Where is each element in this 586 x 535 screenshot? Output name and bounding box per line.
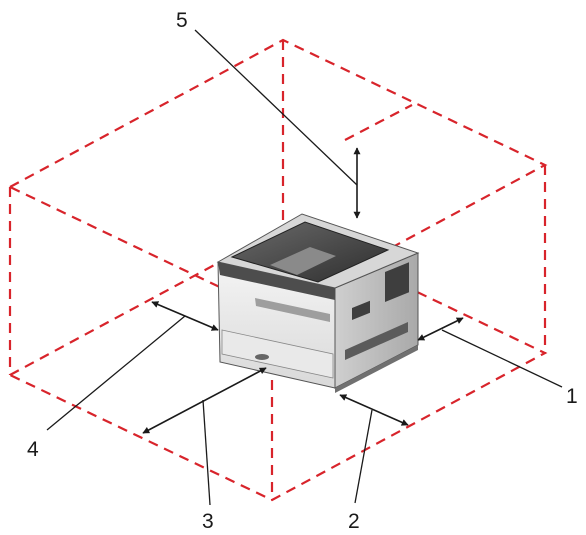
callout-label-2: 2 <box>348 510 360 533</box>
printer-base <box>335 345 418 393</box>
callout-label-3: 3 <box>202 510 214 533</box>
arrow-back-clearance <box>339 394 409 426</box>
printer-paper-stop <box>270 247 336 275</box>
printer-paper-tray <box>221 329 334 379</box>
clearance-box-vertical-edges <box>8 40 547 500</box>
printer-front-band <box>218 262 335 300</box>
leader-1 <box>441 329 563 388</box>
callout-labels: 1 2 3 4 5 <box>27 9 578 533</box>
callout-label-5: 5 <box>176 9 188 32</box>
arrow-right-clearance <box>417 317 464 341</box>
printer-control-panel <box>255 298 330 322</box>
leader-5 <box>194 29 358 186</box>
printer-side-port <box>345 322 408 360</box>
printer-illustration <box>216 213 420 393</box>
arrow-front-clearance <box>142 367 267 434</box>
callout-label-4: 4 <box>27 438 39 461</box>
printer-tray-handle <box>255 354 269 360</box>
callout-label-1: 1 <box>566 385 578 408</box>
clearance-box-inner-top <box>344 104 413 141</box>
clearance-box <box>7 38 548 502</box>
leader-4 <box>46 315 186 431</box>
leader-3 <box>202 399 211 506</box>
leader-2 <box>354 409 373 504</box>
printer-side-grille <box>352 300 370 320</box>
printer-side-vent <box>385 262 409 302</box>
callout-leaders <box>46 29 563 506</box>
